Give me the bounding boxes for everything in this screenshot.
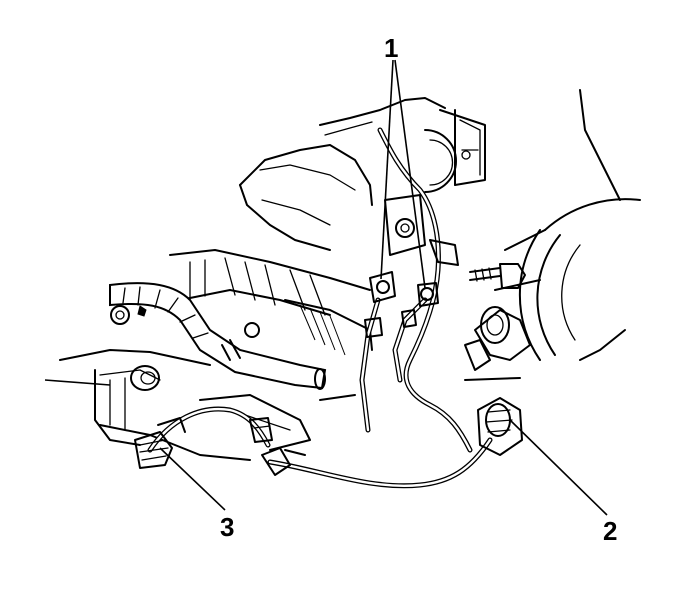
callout-3-label: 3 [220,512,234,542]
connector-3 [134,417,186,469]
connector-2 [477,397,523,456]
callout-lines [44,59,608,516]
callout-1-label: 1 [384,33,398,63]
engine-structure [59,89,641,461]
lower-connector [249,417,306,476]
wiring-harness [147,127,493,489]
coolant-hoses [109,282,327,390]
sensor [464,306,531,381]
mounting-bolt [469,263,526,289]
ground-eyelets [364,239,459,338]
callout-2-label: 2 [603,516,617,546]
